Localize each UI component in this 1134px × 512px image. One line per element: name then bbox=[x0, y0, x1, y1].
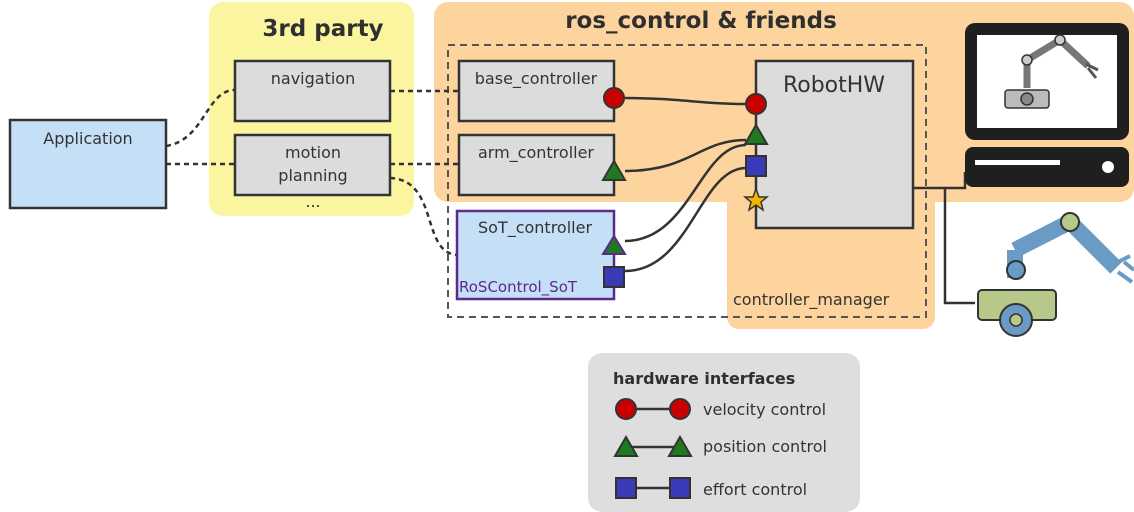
arm-controller-position-port bbox=[601, 159, 627, 181]
sot-controller-effort-port bbox=[603, 266, 625, 288]
legend-effort-square-right bbox=[669, 477, 691, 499]
sot-controller-node bbox=[455, 209, 616, 301]
ros-control-title: ros_control & friends bbox=[565, 8, 837, 34]
navigation-label: navigation bbox=[271, 69, 355, 88]
robothw-velocity-port bbox=[745, 93, 767, 115]
base-controller-node bbox=[457, 59, 616, 123]
dotted-connections bbox=[165, 88, 460, 257]
robot-arm-screen-icon bbox=[1004, 34, 1099, 109]
computer-icon bbox=[965, 23, 1129, 187]
legend-position-triangle-left bbox=[613, 435, 639, 457]
third-party-ellipsis: ... bbox=[305, 192, 320, 211]
base-controller-velocity-port bbox=[603, 87, 625, 109]
legend-position-triangle-right bbox=[667, 435, 693, 457]
robot-arm-icon bbox=[977, 212, 1134, 337]
controller-manager-boundary bbox=[447, 44, 927, 318]
roscontrol-sot-label: RoSControl_SoT bbox=[459, 278, 578, 297]
robothw-star-port bbox=[742, 186, 770, 212]
legend-title: hardware interfaces bbox=[613, 369, 795, 388]
controller-manager-label: controller_manager bbox=[733, 290, 890, 310]
legend-effort-label: effort control bbox=[703, 480, 807, 499]
motion-planning-label-line2: planning bbox=[278, 166, 347, 185]
arm-controller-label: arm_controller bbox=[478, 143, 594, 163]
legend-effort-square-left bbox=[615, 477, 637, 499]
legend-velocity-circle-left bbox=[615, 398, 637, 420]
application-node bbox=[8, 118, 168, 210]
sot-controller-position-port bbox=[601, 234, 627, 255]
robothw-position-port bbox=[743, 123, 769, 145]
motion-planning-node bbox=[233, 133, 392, 197]
legend-position-label: position control bbox=[703, 437, 827, 456]
legend: hardware interfaces velocity control pos… bbox=[588, 353, 860, 512]
legend-velocity-label: velocity control bbox=[703, 400, 826, 419]
motion-planning-label-line1: motion bbox=[285, 143, 341, 162]
application-label: Application bbox=[43, 129, 132, 148]
sot-controller-label: SoT_controller bbox=[478, 218, 592, 238]
navigation-node bbox=[233, 59, 392, 123]
robothw-label: RobotHW bbox=[783, 73, 885, 98]
third-party-title: 3rd party bbox=[262, 16, 383, 42]
arm-controller-node bbox=[457, 133, 616, 197]
robothw-node bbox=[754, 59, 915, 230]
robothw-effort-port bbox=[745, 155, 767, 177]
base-controller-label: base_controller bbox=[475, 69, 598, 89]
legend-velocity-circle-right bbox=[669, 398, 691, 420]
